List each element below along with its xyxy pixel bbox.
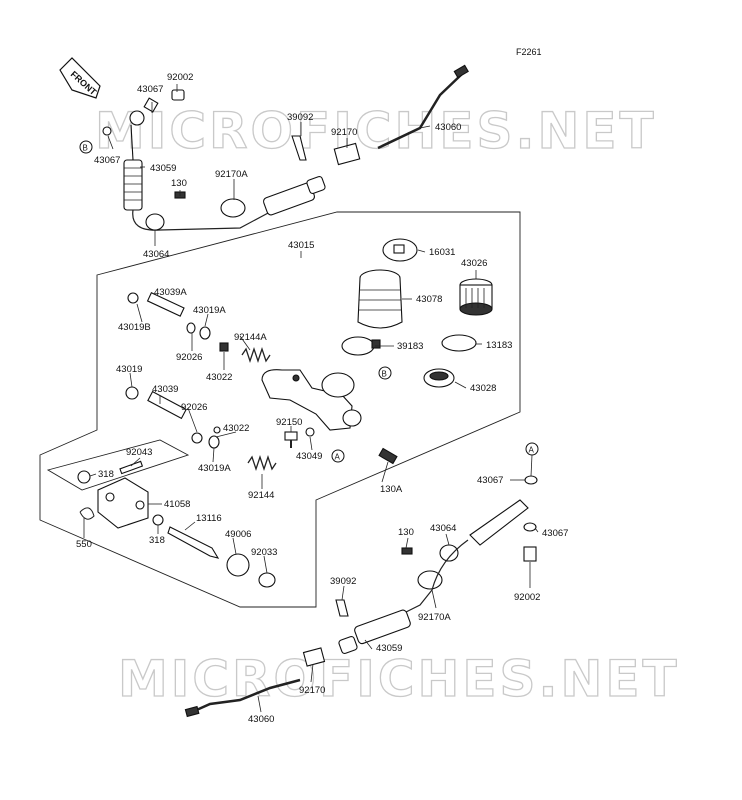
part-label: 92170 bbox=[299, 685, 325, 696]
part-label: 43049 bbox=[296, 451, 322, 462]
part-label: 39183 bbox=[397, 341, 423, 352]
part-label: 92026 bbox=[176, 352, 202, 363]
figure-id: F2261 bbox=[516, 47, 542, 57]
part-label: 49006 bbox=[225, 529, 251, 540]
part-label: 92002 bbox=[514, 592, 540, 603]
front-arrow-icon: FRONT bbox=[59, 57, 101, 99]
callout-b-top-label: B bbox=[83, 144, 88, 153]
cylinder-body-icon bbox=[261, 369, 362, 431]
watermark-bottom: MICROFICHES.NET bbox=[118, 650, 680, 708]
part-label: 92144 bbox=[248, 490, 274, 501]
part-label: 43015 bbox=[288, 240, 314, 251]
part-label: 43022 bbox=[223, 423, 249, 434]
assembly-43015-boundary bbox=[39, 211, 521, 608]
bottom-cable-assembly bbox=[184, 447, 538, 718]
part-label: 43067 bbox=[137, 84, 163, 95]
part-label: 43028 bbox=[470, 383, 496, 394]
part-label: 43039 bbox=[152, 384, 178, 395]
part-label: 92033 bbox=[251, 547, 277, 558]
part-label: 43059 bbox=[150, 163, 176, 174]
part-label: 92144A bbox=[234, 332, 267, 343]
master-cylinder-parts bbox=[77, 238, 493, 588]
callout-b-mid-label: B bbox=[382, 370, 387, 379]
part-label: 43039A bbox=[154, 287, 187, 298]
filter-icon bbox=[459, 278, 493, 316]
top-cable-assembly bbox=[102, 64, 469, 231]
part-label: 13183 bbox=[486, 340, 512, 351]
part-label: 130 bbox=[171, 178, 187, 189]
part-label: 43059 bbox=[376, 643, 402, 654]
part-label: 39092 bbox=[330, 576, 356, 587]
part-label: 13116 bbox=[196, 513, 222, 524]
part-label: 43026 bbox=[461, 258, 487, 269]
part-label: 92150 bbox=[276, 417, 302, 428]
part-label: 16031 bbox=[429, 247, 455, 258]
callout-a-mid-label: A bbox=[335, 453, 341, 462]
part-label: 550 bbox=[76, 539, 92, 550]
rod-kit-boundary bbox=[46, 439, 190, 491]
part-label: 92170A bbox=[215, 169, 248, 180]
part-label: 130 bbox=[398, 527, 414, 538]
part-label: 43078 bbox=[416, 294, 442, 305]
callout-a-right-label: A bbox=[529, 446, 535, 455]
hose-43059-top-icon bbox=[123, 159, 143, 211]
part-label: 43022 bbox=[206, 372, 232, 383]
cable-boot-top-icon bbox=[263, 175, 326, 216]
callout-a-right: A bbox=[525, 442, 539, 477]
callout-b-top: B bbox=[79, 140, 93, 154]
part-label: 43067 bbox=[94, 155, 120, 166]
part-label: 130A bbox=[380, 484, 403, 495]
callout-a-mid: A bbox=[331, 449, 345, 463]
part-label: 43019B bbox=[118, 322, 151, 333]
part-label: 43060 bbox=[435, 122, 461, 133]
part-label: 43064 bbox=[430, 523, 456, 534]
part-label: 43019A bbox=[198, 463, 231, 474]
part-label: 43019A bbox=[193, 305, 226, 316]
part-label: 92170A bbox=[418, 612, 451, 623]
part-label: 92002 bbox=[167, 72, 193, 83]
clevis-icon bbox=[97, 477, 149, 529]
part-label: 318 bbox=[98, 469, 114, 480]
part-label: 92043 bbox=[126, 447, 152, 458]
part-label: 318 bbox=[149, 535, 165, 546]
callout-b-mid: B bbox=[378, 366, 392, 380]
part-label: 92170 bbox=[331, 127, 357, 138]
leader-lines bbox=[83, 84, 539, 713]
part-label: 43067 bbox=[477, 475, 503, 486]
part-label: 39092 bbox=[287, 112, 313, 123]
part-label: 43067 bbox=[542, 528, 568, 539]
part-label: 43064 bbox=[143, 249, 169, 260]
reservoir-boot-icon bbox=[357, 269, 403, 329]
watermark-top: MICROFICHES.NET bbox=[95, 102, 657, 160]
part-label: 41058 bbox=[164, 499, 190, 510]
part-labels: 92002 43067 43067 43059 130 92170A 43064… bbox=[76, 72, 568, 725]
hose-43059-bottom-icon bbox=[338, 609, 411, 655]
part-label: 43019 bbox=[116, 364, 142, 375]
part-label: 92026 bbox=[181, 402, 207, 413]
part-label: 43060 bbox=[248, 714, 274, 725]
